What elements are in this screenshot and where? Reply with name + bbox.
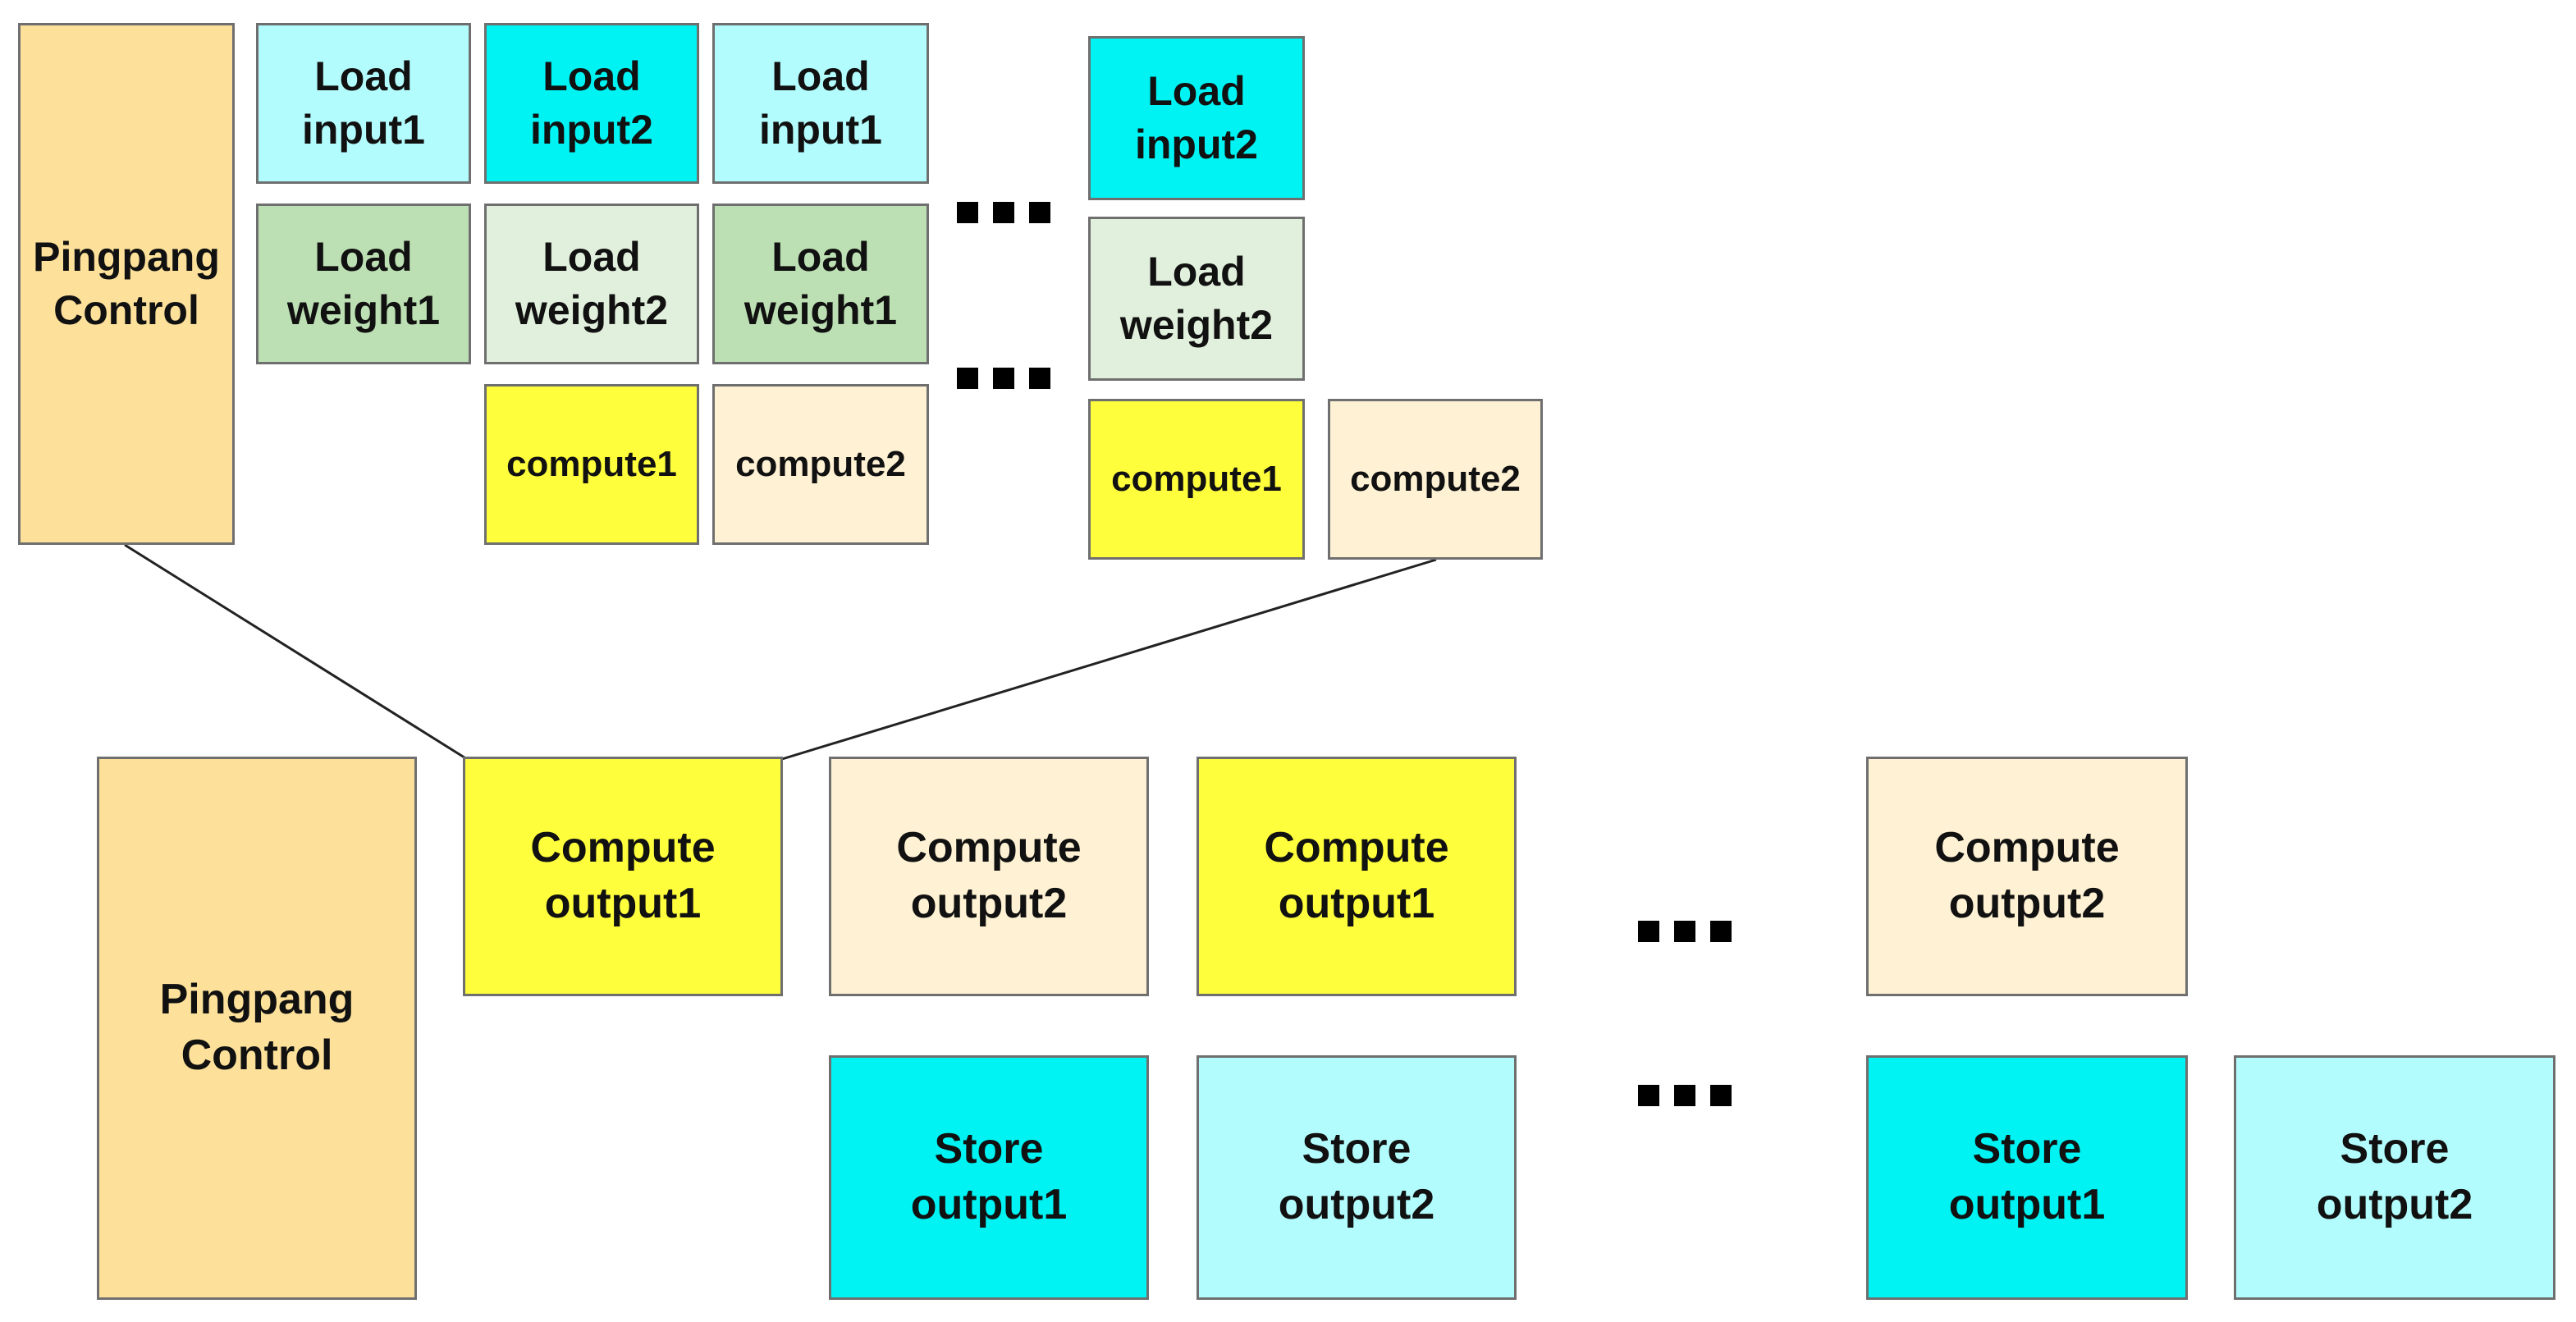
compute1-box-a: compute1 <box>484 384 699 545</box>
compute2-box-b: compute2 <box>1328 399 1543 560</box>
compute-output1-box-a: Compute output1 <box>463 757 783 996</box>
compute-output1-label-a: Compute output1 <box>530 824 716 927</box>
ellipsis-dot <box>993 368 1014 389</box>
ellipsis-dot <box>1674 1085 1695 1106</box>
compute-output2-label-a: Compute output2 <box>896 824 1082 927</box>
ellipsis-bottom-row2 <box>1638 1085 1732 1106</box>
compute-output1-label-b: Compute output1 <box>1264 824 1449 927</box>
ellipsis-dot <box>1710 921 1732 942</box>
store-output1-label-b: Store output1 <box>1948 1125 2106 1228</box>
compute2-box-a: compute2 <box>712 384 929 545</box>
compute-output2-box-a: Compute output2 <box>829 757 1149 996</box>
ellipsis-dot <box>957 368 978 389</box>
load-weight2-label-a: Load weight2 <box>515 234 669 333</box>
compute1-box-b: compute1 <box>1088 399 1305 560</box>
load-input2-label-a: Load input2 <box>530 53 653 153</box>
compute2-label-a: compute2 <box>735 444 906 485</box>
load-weight1-box-b: Load weight1 <box>712 204 929 364</box>
load-input1-label-a: Load input1 <box>302 53 425 153</box>
load-input2-box-b: Load input2 <box>1088 36 1305 200</box>
top-pingpang-control: Pingpang Control <box>18 23 235 545</box>
store-output1-box-a: Store output1 <box>829 1055 1149 1300</box>
load-weight1-box-a: Load weight1 <box>256 204 471 364</box>
store-output2-box-b: Store output2 <box>2234 1055 2555 1300</box>
store-output1-box-b: Store output1 <box>1866 1055 2188 1300</box>
load-input1-label-b: Load input1 <box>759 53 882 153</box>
load-weight2-label-b: Load weight2 <box>1119 249 1274 348</box>
ellipsis-dot <box>1674 921 1695 942</box>
store-output1-label-a: Store output1 <box>910 1125 1068 1228</box>
ellipsis-dot <box>1029 202 1050 223</box>
store-output2-label-b: Store output2 <box>2316 1125 2473 1228</box>
top-control-label: Pingpang Control <box>33 234 220 333</box>
bottom-pingpang-control: Pingpang Control <box>97 757 417 1300</box>
load-input1-box-b: Load input1 <box>712 23 929 184</box>
ellipsis-dot <box>1710 1085 1732 1106</box>
compute-output2-box-b: Compute output2 <box>1866 757 2188 996</box>
load-weight2-box-a: Load weight2 <box>484 204 699 364</box>
load-weight1-label-b: Load weight1 <box>744 234 898 333</box>
compute2-label-b: compute2 <box>1350 459 1521 500</box>
compute-output2-label-b: Compute output2 <box>1934 824 2120 927</box>
load-weight1-label-a: Load weight1 <box>286 234 441 333</box>
compute1-label-a: compute1 <box>506 444 677 485</box>
ellipsis-dot <box>1638 921 1659 942</box>
ellipsis-dot <box>1638 1085 1659 1106</box>
store-output2-box-a: Store output2 <box>1196 1055 1517 1300</box>
ellipsis-dot <box>1029 368 1050 389</box>
store-output2-label-a: Store output2 <box>1278 1125 1435 1228</box>
ellipsis-top-row1 <box>957 202 1050 223</box>
compute-output1-box-b: Compute output1 <box>1196 757 1517 996</box>
compute1-label-b: compute1 <box>1111 459 1282 500</box>
connector-line-right <box>781 558 1437 761</box>
load-input2-label-b: Load input2 <box>1135 68 1258 167</box>
ellipsis-dot <box>957 202 978 223</box>
ellipsis-bottom-row1 <box>1638 921 1732 942</box>
connector-line-left <box>124 543 468 761</box>
ellipsis-dot <box>993 202 1014 223</box>
load-input1-box-a: Load input1 <box>256 23 471 184</box>
bottom-control-label: Pingpang Control <box>159 976 355 1079</box>
load-input2-box-a: Load input2 <box>484 23 699 184</box>
ellipsis-top-row2 <box>957 368 1050 389</box>
load-weight2-box-b: Load weight2 <box>1088 217 1305 381</box>
